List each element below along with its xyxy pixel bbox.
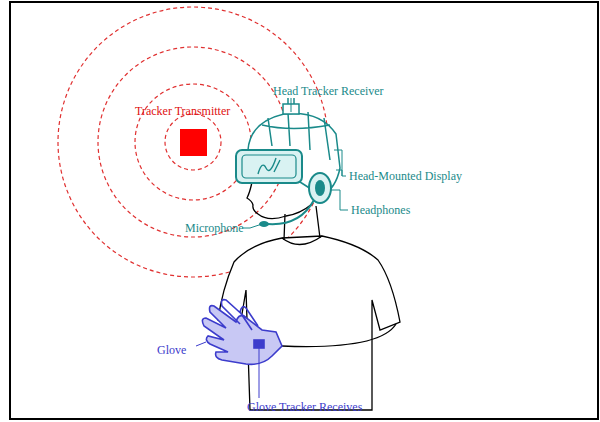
leader-line — [196, 342, 206, 346]
frame — [10, 2, 598, 419]
tracker-transmitter — [180, 129, 207, 156]
part-label: Head-Mounted Display — [348, 169, 463, 183]
head-mounted-display — [236, 150, 302, 183]
part-label: Glove — [156, 343, 187, 357]
headphone-cup — [309, 173, 331, 203]
part-label: Head Tracker Receiver — [272, 84, 385, 98]
part-label: Headphones — [350, 203, 411, 217]
part-label: Glove Tracker Receives — [246, 400, 363, 414]
part-label: Microphone — [184, 221, 245, 235]
transmitter-label: Tracker Transmitter — [134, 104, 231, 118]
microphone-boom — [268, 200, 314, 224]
glove — [202, 300, 282, 365]
leader-line — [259, 348, 260, 398]
leader-lines — [242, 98, 348, 228]
